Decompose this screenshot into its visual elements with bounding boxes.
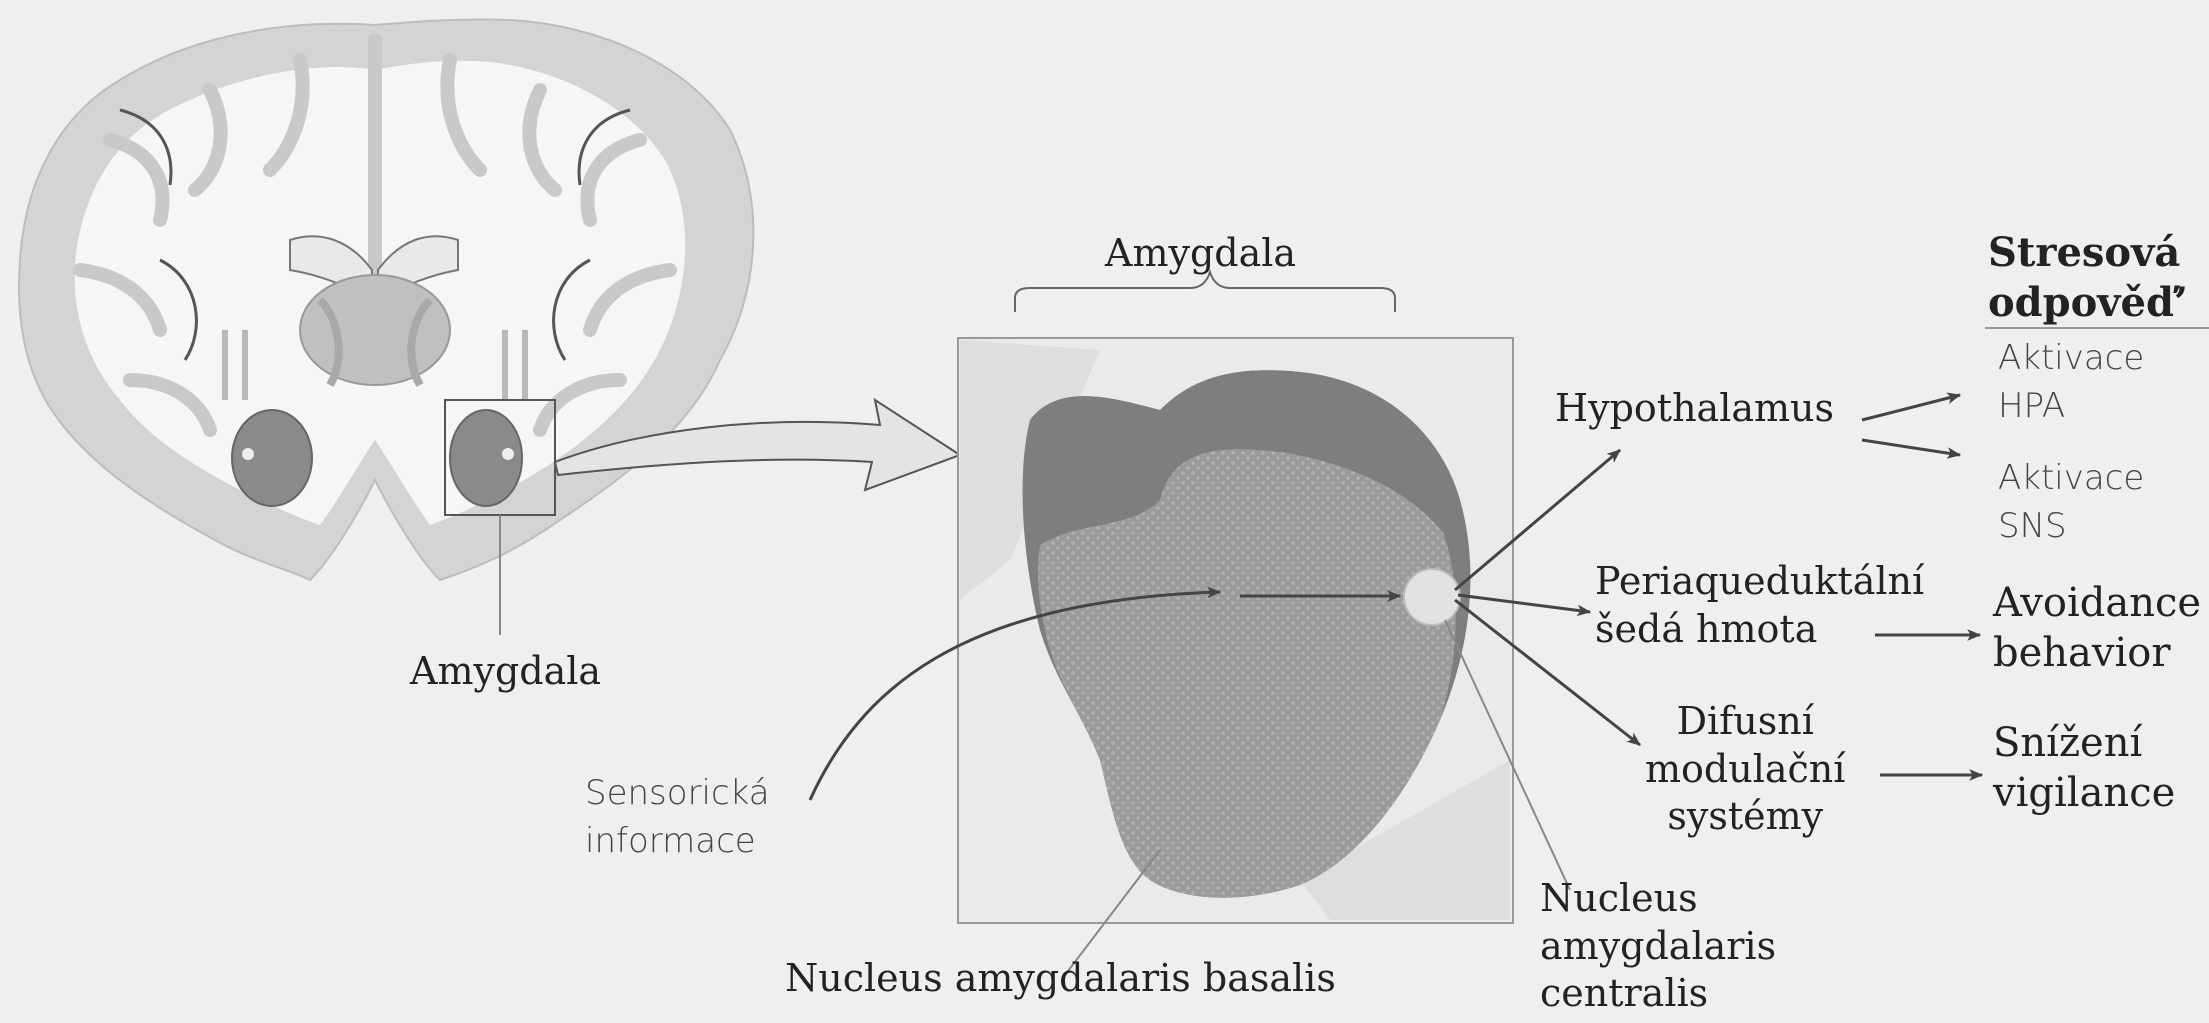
- brain-coronal-section: [19, 19, 753, 635]
- sensory-label: Sensorická informace: [585, 770, 770, 865]
- diffuse-systems-label: Difusní modulační systémy: [1645, 698, 1845, 841]
- basal-nucleus-label: Nucleus amygdalaris basalis: [785, 955, 1336, 1003]
- hpa-activation-label: Aktivace HPA: [1998, 335, 2144, 430]
- periaqueductal-label: Periaqueduktální šedá hmota: [1595, 558, 1924, 653]
- amygdala-brain-label: Amygdala: [410, 648, 601, 696]
- sns-activation-label: Aktivace SNS: [1998, 455, 2144, 550]
- hypothalamus-label: Hypothalamus: [1555, 385, 1834, 433]
- amygdala-top-label: Amygdala: [1105, 230, 1296, 278]
- amygdala-brace: [1015, 272, 1395, 312]
- thalamus: [300, 275, 450, 385]
- central-nucleus-label: Nucleus amygdalaris centralis: [1540, 875, 1776, 1018]
- central-nucleus: [1404, 569, 1460, 625]
- amygdala-zoom-panel: [958, 338, 1570, 975]
- reduced-vigilance-label: Snížení vigilance: [1993, 718, 2175, 818]
- avoidance-behavior-label: Avoidance behavior: [1993, 578, 2201, 678]
- stress-response-header: Stresová odpověď’: [1988, 228, 2188, 328]
